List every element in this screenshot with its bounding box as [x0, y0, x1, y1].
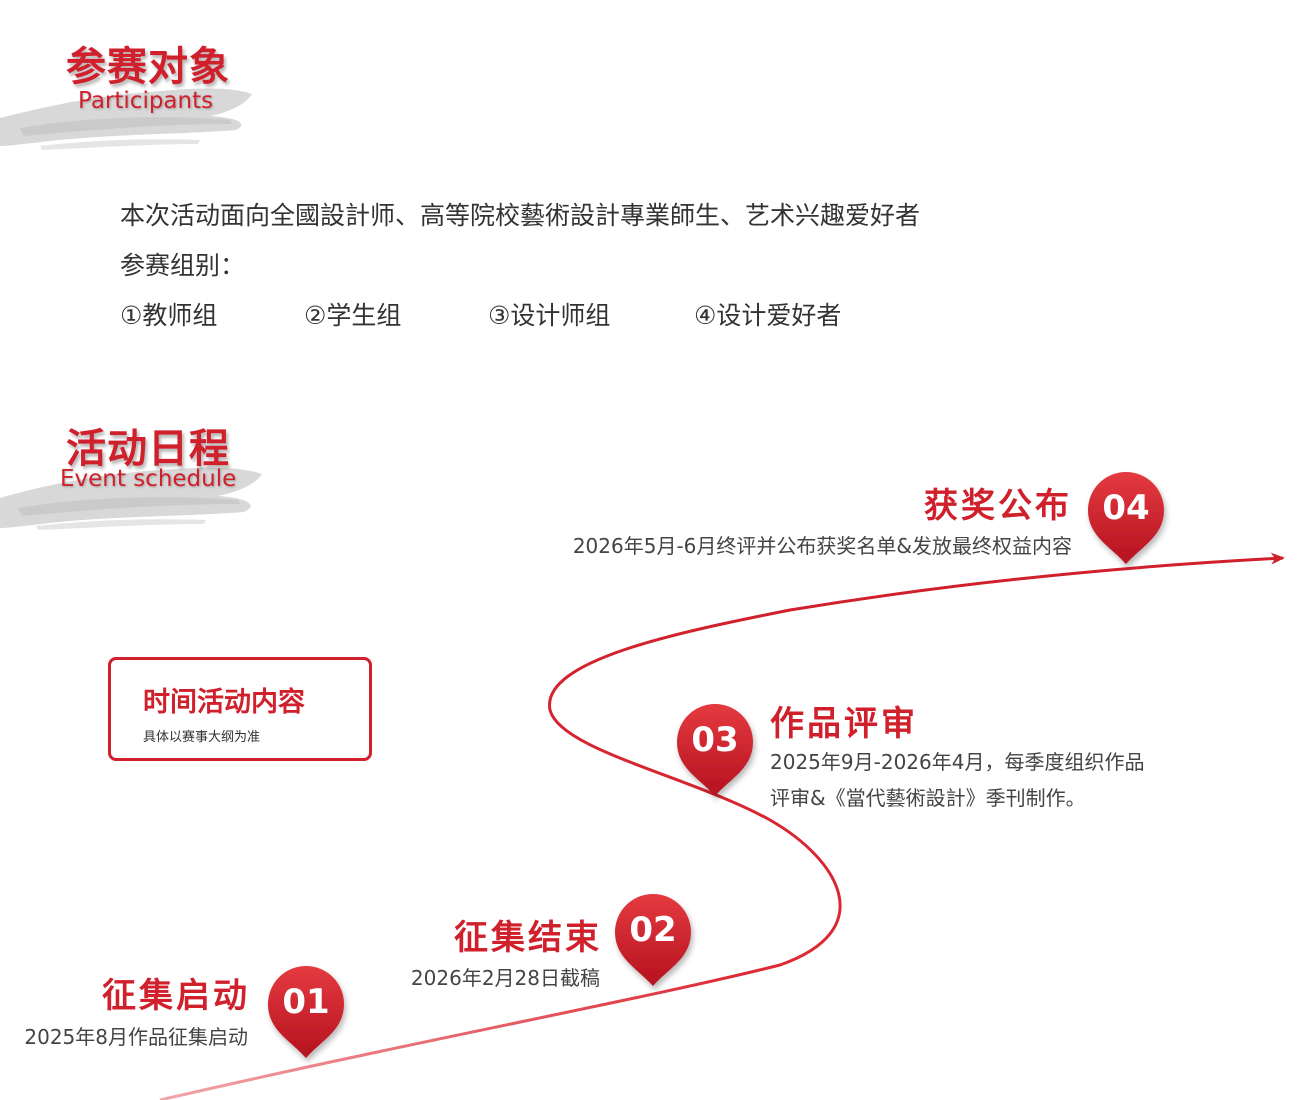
milestone-02-desc: 2026年2月28日截稿 [410, 966, 600, 990]
pin-03 [677, 704, 753, 796]
schedule-title: 活动日程 [66, 426, 230, 472]
pin-01 [267, 965, 345, 1058]
milestone-03-desc-line1: 2025年9月-2026年4月，每季度组织作品 [770, 750, 1145, 774]
schedule-subtitle: Event schedule [60, 466, 237, 492]
pin-number-01: 01 [282, 982, 330, 1022]
brush-stroke-schedule [0, 467, 262, 530]
milestone-04-title: 获奖公布 [924, 486, 1072, 526]
participants-title: 参赛对象 [66, 44, 230, 90]
milestone-01-title: 征集启动 [102, 976, 250, 1016]
legend-note: 具体以赛事大纲为准 [143, 730, 261, 745]
participants-description: 本次活动面向全國設計师、高等院校藝術設計專業師生、艺术兴趣爱好者 [120, 201, 921, 230]
brush-stroke-participants [0, 88, 252, 150]
pin-number-04: 04 [1102, 488, 1150, 528]
pin-number-02: 02 [629, 910, 677, 950]
milestone-02-title: 征集结束 [454, 918, 602, 958]
pin-02 [615, 894, 691, 986]
milestone-03-title: 作品评审 [770, 704, 918, 744]
pin-number-03: 03 [691, 720, 739, 760]
milestone-01-desc: 2025年8月作品征集启动 [24, 1025, 248, 1049]
group-designer: ③设计师组 [488, 301, 611, 330]
legend-title: 时间活动内容 [143, 687, 305, 718]
milestone-04-desc: 2026年5月-6月终评并公布获奖名单&发放最终权益内容 [572, 534, 1072, 558]
legend-box: 时间活动内容 具体以赛事大纲为准 [108, 657, 372, 761]
group-enthusiast: ④设计爱好者 [694, 301, 842, 330]
pin-04 [1088, 472, 1164, 564]
timeline-curve [159, 552, 1285, 1100]
participants-subtitle: Participants [78, 88, 214, 114]
group-teacher: ①教师组 [120, 301, 218, 330]
groups-label: 参赛组别： [120, 251, 246, 280]
group-student: ②学生组 [304, 301, 402, 330]
milestone-03-desc-line2: 评审&《當代藝術設計》季刊制作。 [770, 786, 1086, 810]
